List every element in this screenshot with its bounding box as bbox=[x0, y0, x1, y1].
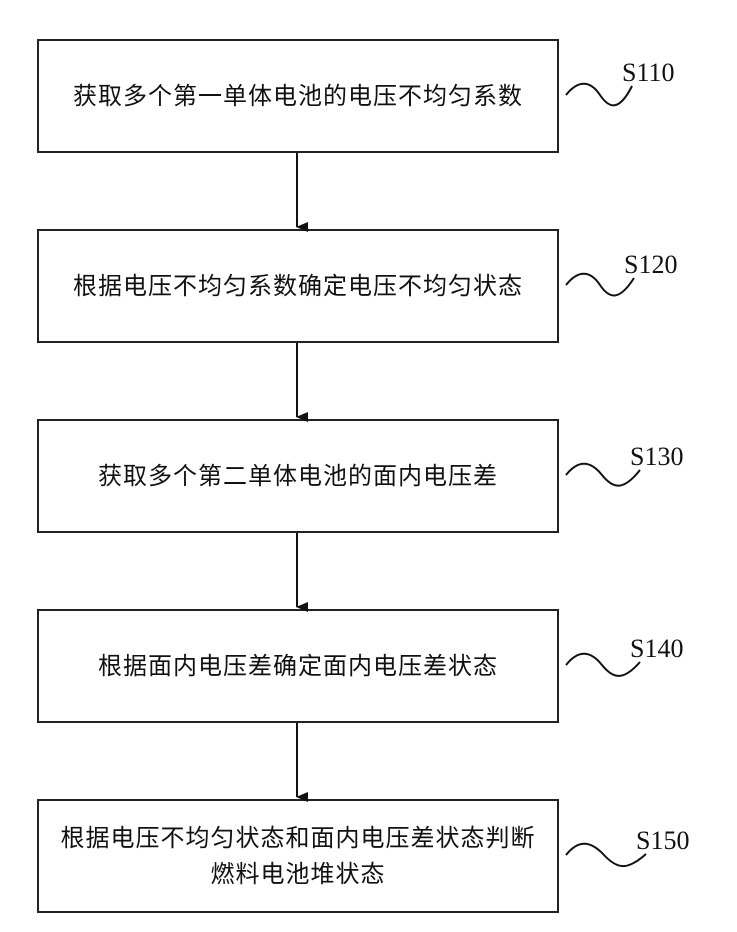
leader-line-s120 bbox=[566, 274, 634, 296]
leader-line-s140 bbox=[566, 654, 640, 676]
leader-line-s150 bbox=[566, 844, 646, 866]
leader-line-s130 bbox=[566, 464, 640, 486]
leader-line-s110 bbox=[566, 84, 632, 106]
